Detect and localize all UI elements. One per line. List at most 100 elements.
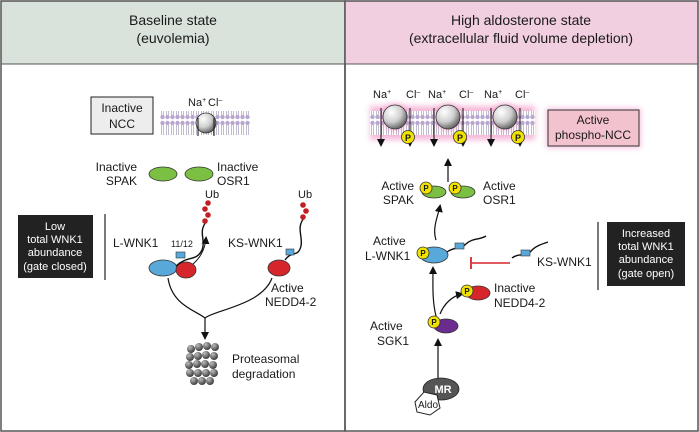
ncc-active-2: [430, 104, 467, 147]
mr-label: MR: [434, 384, 451, 396]
osr1-inactive-line2: OSR1: [217, 174, 250, 188]
right-title-line2: (extracellular fluid volume depletion): [409, 30, 633, 46]
exon-block: [175, 251, 186, 259]
lwnk1-active-line2: L-WNK1: [365, 249, 411, 263]
ub-label-1: Ub: [205, 189, 219, 201]
gate-open-line1: Increased: [622, 228, 670, 240]
lwnk1-left: [148, 259, 178, 277]
left-title-line1: Baseline state: [129, 12, 217, 28]
gate-closed-line1: Low: [45, 221, 65, 233]
phospho-badge-ncc-3: P: [511, 130, 525, 144]
ncc-active-1: [377, 104, 414, 147]
svg-text:P: P: [420, 249, 426, 258]
right-cl-ion-1: Cl–: [406, 89, 420, 101]
ub-chain-1c: [202, 206, 208, 212]
degradation-arrow-right: [204, 277, 273, 319]
gate-open-box: [607, 222, 685, 286]
nedd-active-left: [267, 259, 291, 277]
gate-open-line3: abundance: [619, 254, 673, 266]
svg-text:P: P: [405, 133, 411, 143]
inactive-ncc-line1: Inactive: [101, 101, 143, 115]
kswnk1-right-block: [520, 249, 531, 257]
right-panel-frame: [344, 0, 699, 432]
lwnk1-label: L-WNK1: [113, 236, 159, 250]
osr1-active-line2: OSR1: [483, 193, 516, 207]
aldo-ligand: [414, 391, 441, 416]
ub-chain-1a: [202, 218, 208, 224]
right-na-ion-1: Na+: [373, 89, 391, 101]
sgk1-line1: Active: [370, 319, 403, 333]
lwnk1-tail: [175, 221, 207, 267]
nedd-inactive-line1: Inactive: [494, 281, 536, 295]
right-title-line1: High aldosterone state: [451, 12, 591, 28]
phospho-badge-ncc-2: P: [453, 130, 467, 144]
phospho-badge-spak: P: [419, 181, 433, 195]
spak-active-line1: Active: [381, 179, 414, 193]
gate-closed-line2: total WNK1: [27, 234, 83, 246]
kswnk1-label: KS-WNK1: [228, 236, 283, 250]
lwnk1-to-spak-arrow: [434, 204, 443, 241]
svg-text:P: P: [423, 184, 429, 193]
lwnk1-active-tail: [446, 235, 487, 253]
active-ncc-line1: Active: [577, 113, 610, 127]
gate-open-line4: (gate open): [618, 268, 674, 280]
kswnk1-right-tail: [511, 241, 549, 259]
spak-inactive-line1: Inactive: [96, 160, 138, 174]
degradation-arrow-left: [167, 277, 206, 319]
right-na-ion-2: Na+: [428, 89, 446, 101]
svg-text:P: P: [515, 133, 521, 143]
ks-block: [285, 248, 295, 256]
proteasome: [185, 342, 219, 385]
proteasome-line1: Proteasomal: [232, 352, 299, 366]
lwnk1-active-block: [454, 242, 465, 250]
proteasome-line2: degradation: [232, 367, 295, 381]
right-cl-ion-2: Cl–: [459, 89, 473, 101]
svg-text:P: P: [452, 184, 458, 193]
right-cl-ion-3: Cl–: [515, 89, 529, 101]
ub-chain-2a: [300, 214, 306, 220]
sgk1-to-lwnk1-arrow: [428, 266, 437, 317]
ub-label-2: Ub: [298, 189, 312, 201]
aldo-label: Aldo: [418, 400, 438, 411]
nedd-inactive-line2: NEDD4-2: [494, 296, 546, 310]
nedd-active-line2: NEDD4-2: [265, 295, 317, 309]
kswnk1-right-label: KS-WNK1: [537, 255, 592, 269]
gate-closed-box: [18, 215, 93, 278]
svg-text:P: P: [464, 287, 470, 296]
right-na-ion-3: Na+: [484, 89, 502, 101]
sgk1-line2: SGK1: [377, 334, 409, 348]
lwnk1-active-line1: Active: [373, 234, 406, 248]
ncc-inactive: [195, 112, 217, 134]
gate-closed-line4: (gate closed): [23, 261, 87, 273]
nedd-active-line1: Active: [271, 281, 304, 295]
spak-inactive: [148, 166, 178, 182]
phospho-badge-sgk1: P: [427, 315, 441, 329]
left-header: [0, 0, 346, 65]
osr1-inactive: [184, 166, 214, 182]
ncc-active-3: [487, 104, 524, 147]
spak-inactive-line2: SPAK: [106, 174, 137, 188]
nedd-bound-left: [175, 261, 197, 279]
svg-text:P: P: [457, 133, 463, 143]
left-panel: Baseline state (euvolemia) Inactive NCC …: [0, 0, 346, 432]
phospho-badge-nedd: P: [460, 284, 474, 298]
osr1-active-line1: Active: [483, 179, 516, 193]
left-na-ion: Na+: [188, 97, 206, 109]
left-title-line2: (euvolemia): [136, 30, 209, 46]
osr1-inactive-line1: Inactive: [217, 160, 259, 174]
ub-arrow-1: [192, 236, 210, 265]
inactive-ncc-line2: NCC: [109, 117, 135, 131]
inactive-ncc-box: [90, 96, 154, 135]
phospho-badge-lwnk1: P: [416, 246, 430, 260]
exon-label: 11/12: [171, 239, 193, 249]
sgk1-to-nedd-arrow: [439, 291, 464, 315]
ub-chain-1b: [205, 212, 211, 218]
left-cl-ion: Cl–: [208, 97, 222, 109]
active-ncc-line2: phospho-NCC: [555, 128, 631, 142]
svg-text:P: P: [431, 318, 437, 327]
ub-chain-2c: [300, 202, 306, 208]
active-ncc-box: [547, 109, 640, 147]
phospho-badge-osr1: P: [448, 181, 462, 195]
gate-closed-line3: abundance: [28, 247, 82, 259]
